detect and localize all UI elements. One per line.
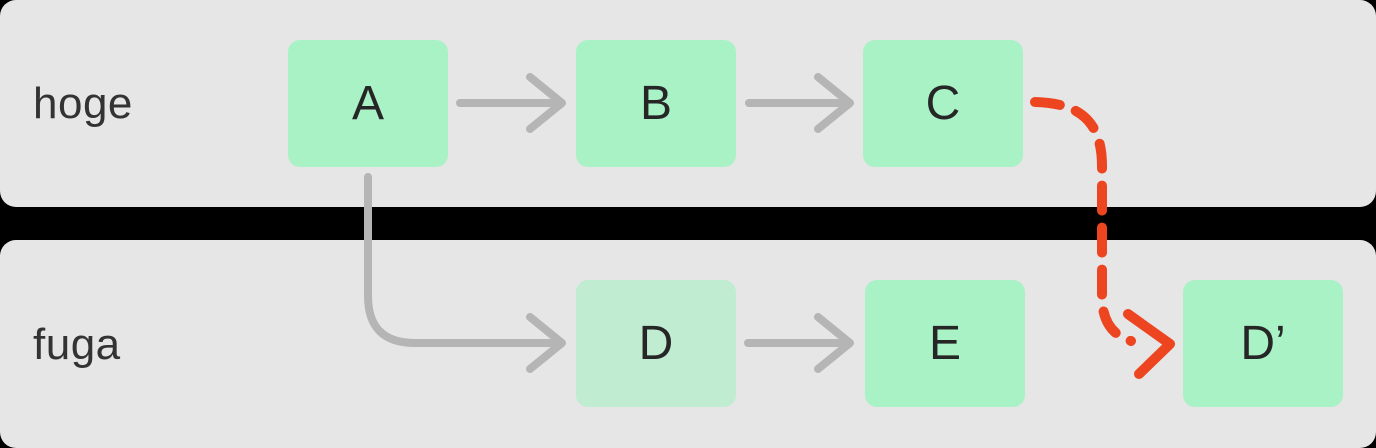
- lane-label-hoge: hoge: [33, 79, 133, 128]
- node-dprime: D’: [1183, 280, 1343, 407]
- node-d: D: [576, 280, 736, 407]
- lane-label-fuga: fuga: [33, 320, 121, 369]
- node-a: A: [288, 40, 448, 167]
- node-e: E: [865, 280, 1025, 407]
- node-c: C: [863, 40, 1023, 167]
- node-b: B: [576, 40, 736, 167]
